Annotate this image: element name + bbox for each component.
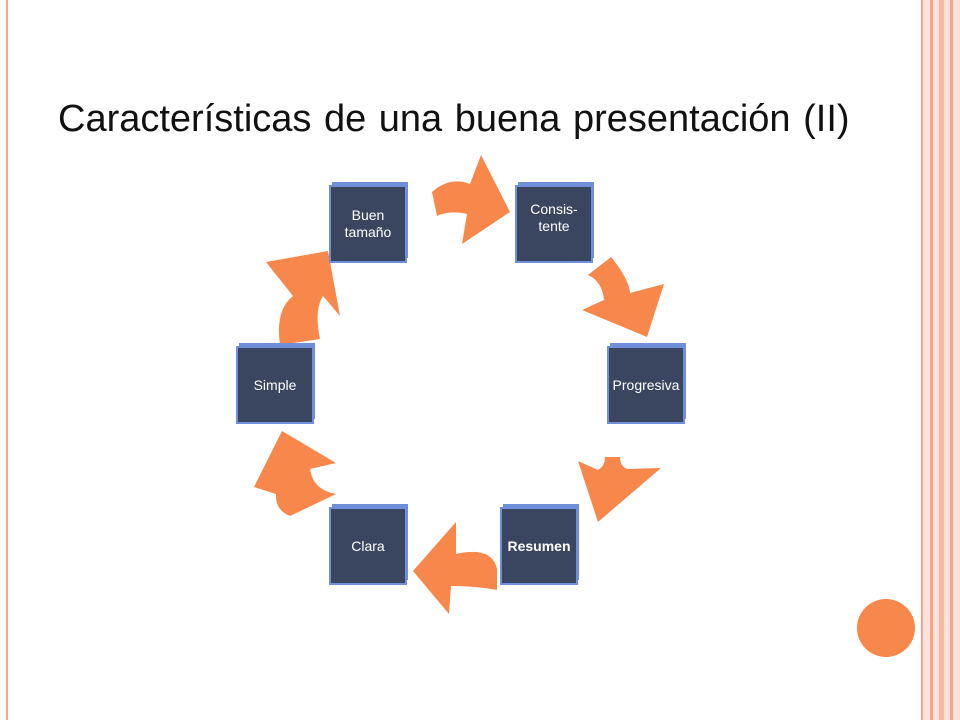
- right-border-line-3: [939, 0, 944, 720]
- node-buen-tamano: Buen tamaño: [329, 182, 408, 263]
- node-label: Progresiva: [612, 376, 680, 393]
- arrow-simple-to-buen-tamano: [266, 251, 340, 345]
- arrow-buen-tamano-to-consistente: [432, 155, 510, 244]
- left-border-line: [6, 0, 8, 720]
- arrow-clara-to-simple: [254, 431, 336, 516]
- right-border-line-2: [930, 0, 933, 720]
- node-clara: Clara: [329, 504, 408, 585]
- node-consistente: Consis- tente: [515, 182, 594, 263]
- arrow-resumen-to-clara: [413, 522, 497, 614]
- right-border-line-1: [921, 0, 923, 720]
- arrow-progresiva-to-resumen: [578, 457, 661, 522]
- node-resumen: Resumen: [500, 504, 579, 585]
- node-label: Clara: [351, 537, 385, 554]
- node-label: Buen tamaño: [344, 207, 392, 240]
- arrow-consistente-to-progresiva: [582, 257, 664, 337]
- node-label: Simple: [253, 376, 297, 393]
- node-label: Consis- tente: [530, 201, 578, 234]
- slide-title: Características de una buena presentació…: [58, 98, 850, 140]
- node-progresiva: Progresiva: [607, 343, 686, 424]
- node-label: Resumen: [507, 537, 571, 554]
- right-border-line-4: [950, 0, 953, 720]
- accent-circle: [857, 599, 915, 657]
- node-simple: Simple: [236, 343, 315, 424]
